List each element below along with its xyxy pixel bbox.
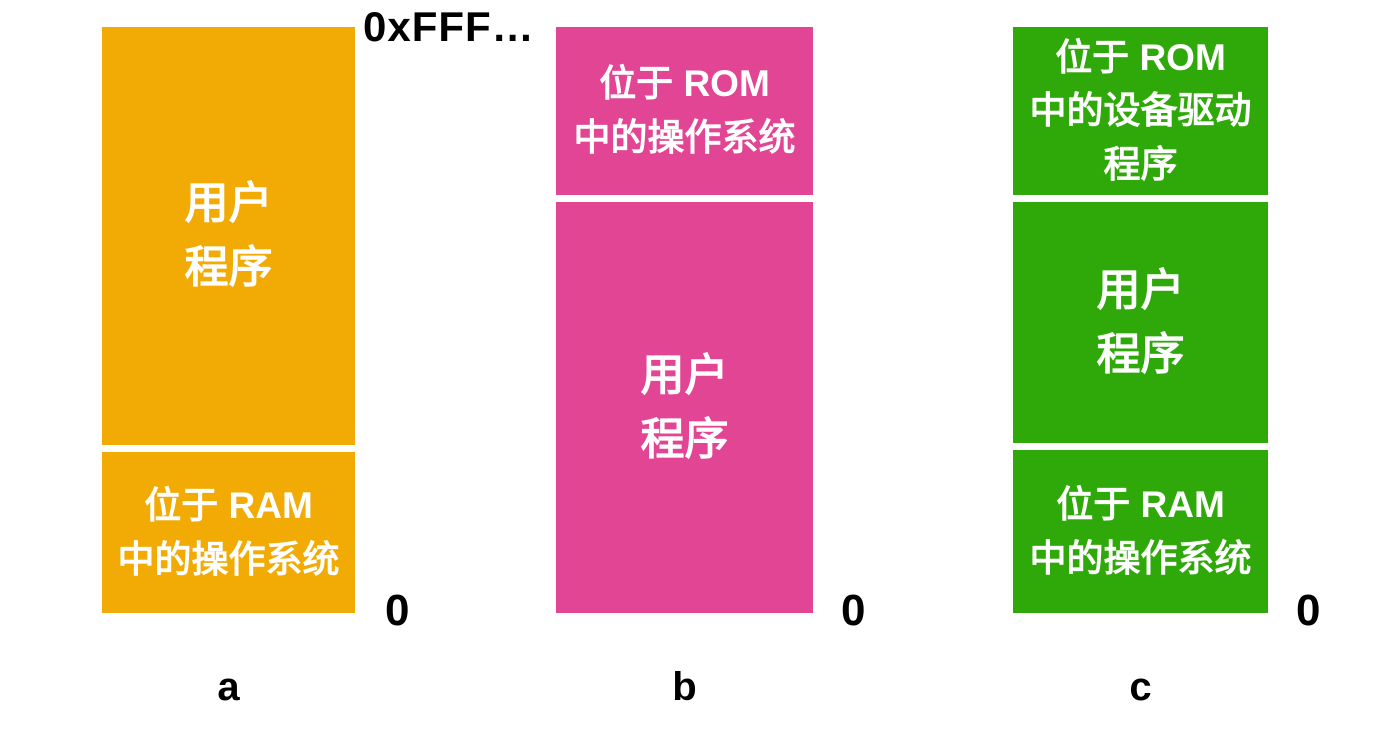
column-caption-c: c (1129, 665, 1152, 709)
memory-column-b: 位于 ROM 中的操作系统 用户 程序 (556, 27, 813, 613)
segment-c-device-drivers-in-rom: 位于 ROM 中的设备驱动 程序 (1013, 27, 1268, 195)
memory-column-a: 用户 程序 位于 RAM 中的操作系统 (102, 27, 355, 613)
segment-b-os-in-rom: 位于 ROM 中的操作系统 (556, 27, 813, 195)
address-label-top: 0xFFF… (363, 3, 535, 50)
column-caption-b: b (672, 665, 697, 709)
segment-c-user-program: 用户 程序 (1013, 202, 1268, 443)
address-label-zero-a: 0 (385, 586, 410, 635)
segment-c-os-in-ram: 位于 RAM 中的操作系统 (1013, 450, 1268, 613)
column-caption-a: a (217, 665, 240, 709)
segment-b-user-program: 用户 程序 (556, 202, 813, 613)
address-label-zero-b: 0 (841, 586, 866, 635)
address-label-zero-c: 0 (1296, 586, 1321, 635)
memory-column-c: 位于 ROM 中的设备驱动 程序 用户 程序 位于 RAM 中的操作系统 (1013, 27, 1268, 613)
segment-a-os-in-ram: 位于 RAM 中的操作系统 (102, 452, 355, 613)
segment-a-user-program: 用户 程序 (102, 27, 355, 445)
